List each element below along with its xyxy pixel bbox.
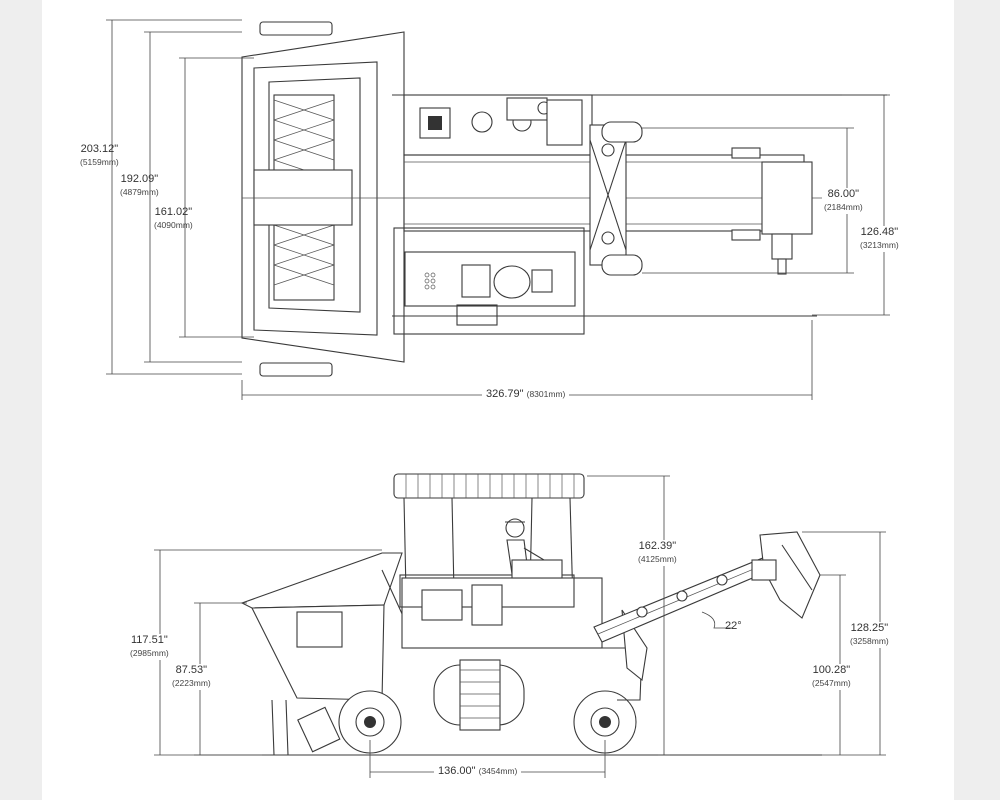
dim-mm: (5159mm) <box>80 157 119 167</box>
dim-overall-length: 326.79" (8301mm) <box>482 388 570 401</box>
dim-conveyor-width: 86.00" (2184mm) <box>824 188 863 214</box>
dim-inch: 86.00" <box>827 188 860 200</box>
elevator-angle-label: 22° <box>725 620 742 632</box>
hopper-top-bumper <box>259 21 333 36</box>
steering-wheel <box>493 265 531 299</box>
dim-inch: 326.79" <box>486 388 524 400</box>
top-view <box>106 19 890 400</box>
dim-inch: 203.12" <box>80 143 119 155</box>
dim-mm: (3258mm) <box>850 636 889 646</box>
dim-auger-width: 161.02" (4090mm) <box>154 206 193 232</box>
dim-mm: (8301mm) <box>526 389 566 399</box>
hopper-side-top <box>240 552 403 609</box>
dim-hopper-height: 117.51" (2985mm) <box>130 634 169 660</box>
dim-overall-width: 203.12" (5159mm) <box>80 143 119 169</box>
frame-lower <box>393 227 585 335</box>
elevator <box>593 531 821 643</box>
conveyor-end <box>761 161 813 235</box>
dim-mm: (2184mm) <box>824 202 863 212</box>
dim-canopy-height: 162.39" (4125mm) <box>638 540 677 566</box>
dim-inch: 136.00" <box>438 765 476 777</box>
dim-elevator-height: 128.25" (3258mm) <box>850 622 889 648</box>
dim-inch: 87.53" <box>175 664 208 676</box>
dim-hopper-width: 192.09" (4879mm) <box>120 173 159 199</box>
dim-mm: (2223mm) <box>172 678 211 688</box>
dim-inch: 161.02" <box>154 206 193 218</box>
dim-inch: 100.28" <box>812 664 851 676</box>
dim-elevator-lower-height: 100.28" (2547mm) <box>812 664 851 690</box>
operator-seat <box>461 264 491 298</box>
dim-inch: 192.09" <box>120 173 159 185</box>
dim-inch: 117.51" <box>131 634 168 646</box>
dim-mm: (2985mm) <box>130 648 169 658</box>
dim-mm: (4879mm) <box>120 187 159 197</box>
technical-drawing <box>106 19 890 778</box>
dim-mm: (2547mm) <box>812 678 851 688</box>
dim-frame-width: 126.48" (3213mm) <box>860 226 899 252</box>
hopper-side-body <box>251 604 385 701</box>
auger-hub <box>253 169 353 226</box>
rear-wheel-bottom <box>601 254 643 276</box>
grille <box>424 272 436 290</box>
drawing-sheet: 203.12" (5159mm) 192.09" (4879mm) 161.02… <box>42 0 954 800</box>
dim-inch: 126.48" <box>860 226 899 238</box>
dim-mm: (4090mm) <box>154 220 193 230</box>
dim-mm: (3454mm) <box>478 766 518 776</box>
dim-hopper-lower-height: 87.53" (2223mm) <box>172 664 211 690</box>
dim-wheelbase: 136.00" (3454mm) <box>434 765 522 778</box>
canopy <box>393 473 585 499</box>
side-view <box>154 473 886 778</box>
dim-mm: (4125mm) <box>638 554 677 564</box>
dim-inch: 162.39" <box>638 540 677 552</box>
dim-mm: (3213mm) <box>860 240 899 250</box>
dim-inch: 128.25" <box>850 622 889 634</box>
rear-wheel-top <box>601 121 643 143</box>
rear-wheel <box>573 690 637 754</box>
hopper-bottom-bumper <box>259 362 333 377</box>
